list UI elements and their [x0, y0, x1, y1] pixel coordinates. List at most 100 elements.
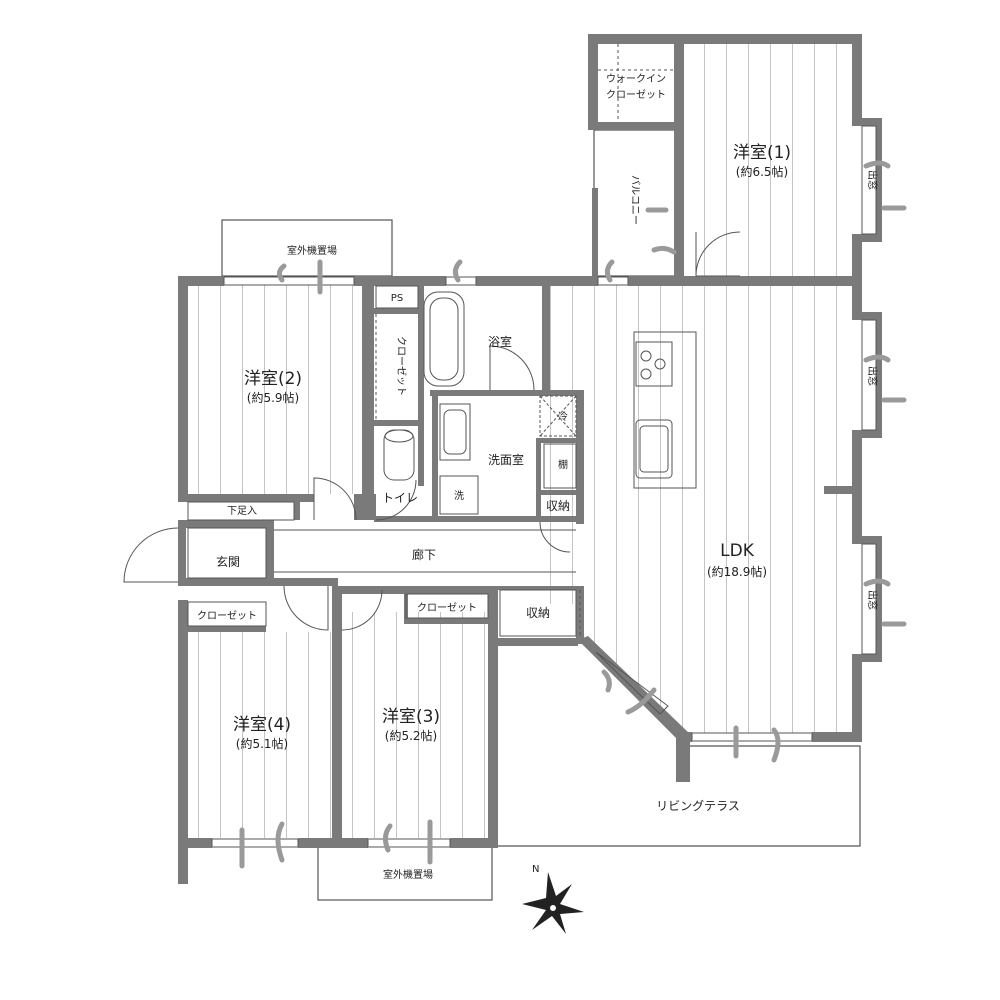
wall [674, 44, 684, 276]
wall [852, 656, 862, 742]
ventilation-marks [239, 160, 907, 869]
outdoor-unit-area-top [221, 219, 393, 277]
wall [294, 494, 300, 520]
wall [178, 276, 188, 496]
west3-area: (約5.2帖) [385, 728, 437, 743]
wall [362, 286, 374, 494]
west4-floor [186, 632, 332, 838]
west4-name: 洋室(4) [233, 715, 291, 735]
door-west4 [283, 585, 329, 631]
wall [450, 838, 498, 848]
wall [332, 586, 342, 840]
wall [540, 490, 580, 495]
burner [640, 350, 652, 362]
entrance-box [187, 527, 267, 579]
west2-area: (約5.9帖) [247, 390, 299, 405]
fridge-label: 冷 [558, 410, 568, 423]
vent-mark [382, 823, 393, 853]
ldk-area: (約18.9帖) [707, 564, 767, 579]
closet-w3-label: クローゼット [417, 602, 477, 614]
washer-box [439, 475, 479, 515]
wall [588, 34, 598, 130]
entrance-label: 玄関 [216, 554, 240, 569]
wall [852, 654, 882, 662]
wall [354, 494, 376, 520]
walls [178, 34, 882, 884]
west3-name: 洋室(3) [382, 707, 440, 727]
wall [498, 638, 578, 646]
window-bath [445, 276, 477, 286]
wall [852, 34, 862, 124]
door-toilet [375, 479, 417, 521]
washer-label: 洗 [454, 490, 464, 502]
ldk-floor [550, 284, 856, 738]
wall [266, 520, 274, 586]
vent-mark [863, 354, 891, 363]
wash-basin-bowl [443, 409, 467, 455]
stove [635, 341, 673, 387]
wall [432, 390, 438, 518]
storage1-label: 収納 [546, 499, 570, 513]
vent-mark [275, 821, 285, 863]
wall [852, 536, 882, 544]
west1-area: (約6.5帖) [736, 164, 788, 179]
vent-mark [276, 263, 287, 283]
window-ldk-bottom [691, 732, 813, 742]
area-labels: ウォークイン クローゼット バルコニー 室外機置場 室外機置場 PS クローゼッ… [197, 73, 879, 881]
walkin-closet-line2: クローゼット [606, 89, 666, 101]
door-bath [489, 345, 535, 391]
vent-mark [863, 578, 891, 587]
ps-label: PS [391, 293, 403, 304]
vent-mark [452, 259, 463, 283]
wall [374, 516, 580, 522]
wall [178, 494, 294, 502]
windows [211, 125, 877, 848]
kitchen-counter [633, 331, 697, 489]
shoe-storage-box [187, 501, 295, 521]
storage2-label: 収納 [526, 606, 550, 620]
bay-window-3-glass [861, 543, 877, 655]
closet-w4-box [187, 601, 267, 627]
wall [852, 436, 862, 540]
wall [178, 276, 224, 286]
ps-box [375, 285, 419, 309]
wall [374, 420, 424, 426]
compass-north-label: N [532, 864, 539, 875]
corridor-label: 廊下 [412, 547, 436, 562]
walkin-closet-line1: ウォークイン [606, 73, 666, 85]
toilet-bowl [383, 429, 415, 481]
west4-area: (約5.1帖) [236, 736, 288, 751]
wall [852, 236, 862, 286]
door-entrance [123, 527, 179, 583]
vent-mark [625, 687, 657, 715]
wall [178, 600, 188, 884]
vent-mark [604, 259, 615, 283]
wall [812, 732, 862, 742]
wall [354, 276, 446, 286]
wall [178, 838, 212, 848]
compass: N [522, 864, 584, 934]
wall [294, 494, 314, 502]
wall [852, 234, 882, 242]
wall [488, 586, 498, 840]
compass-center [550, 905, 556, 911]
compass-star [522, 872, 584, 934]
wall [178, 520, 274, 528]
ldk-name: LDK [720, 541, 755, 561]
bay-window-1-label: 出窓 [866, 170, 879, 190]
bath-label: 浴室 [488, 334, 512, 349]
wall [592, 188, 598, 276]
west3-floor [342, 612, 490, 838]
wall [876, 536, 882, 660]
door-wash [539, 521, 571, 553]
washroom-label: 洗面室 [488, 452, 524, 467]
wall [576, 390, 584, 524]
wall [374, 308, 420, 314]
west2-floor [186, 284, 362, 494]
vent-mark [863, 160, 891, 169]
wall [536, 438, 580, 443]
living-terrace-outline [496, 745, 861, 847]
bay-window-2-glass [861, 319, 877, 431]
wall [178, 520, 186, 582]
wall [406, 618, 488, 624]
